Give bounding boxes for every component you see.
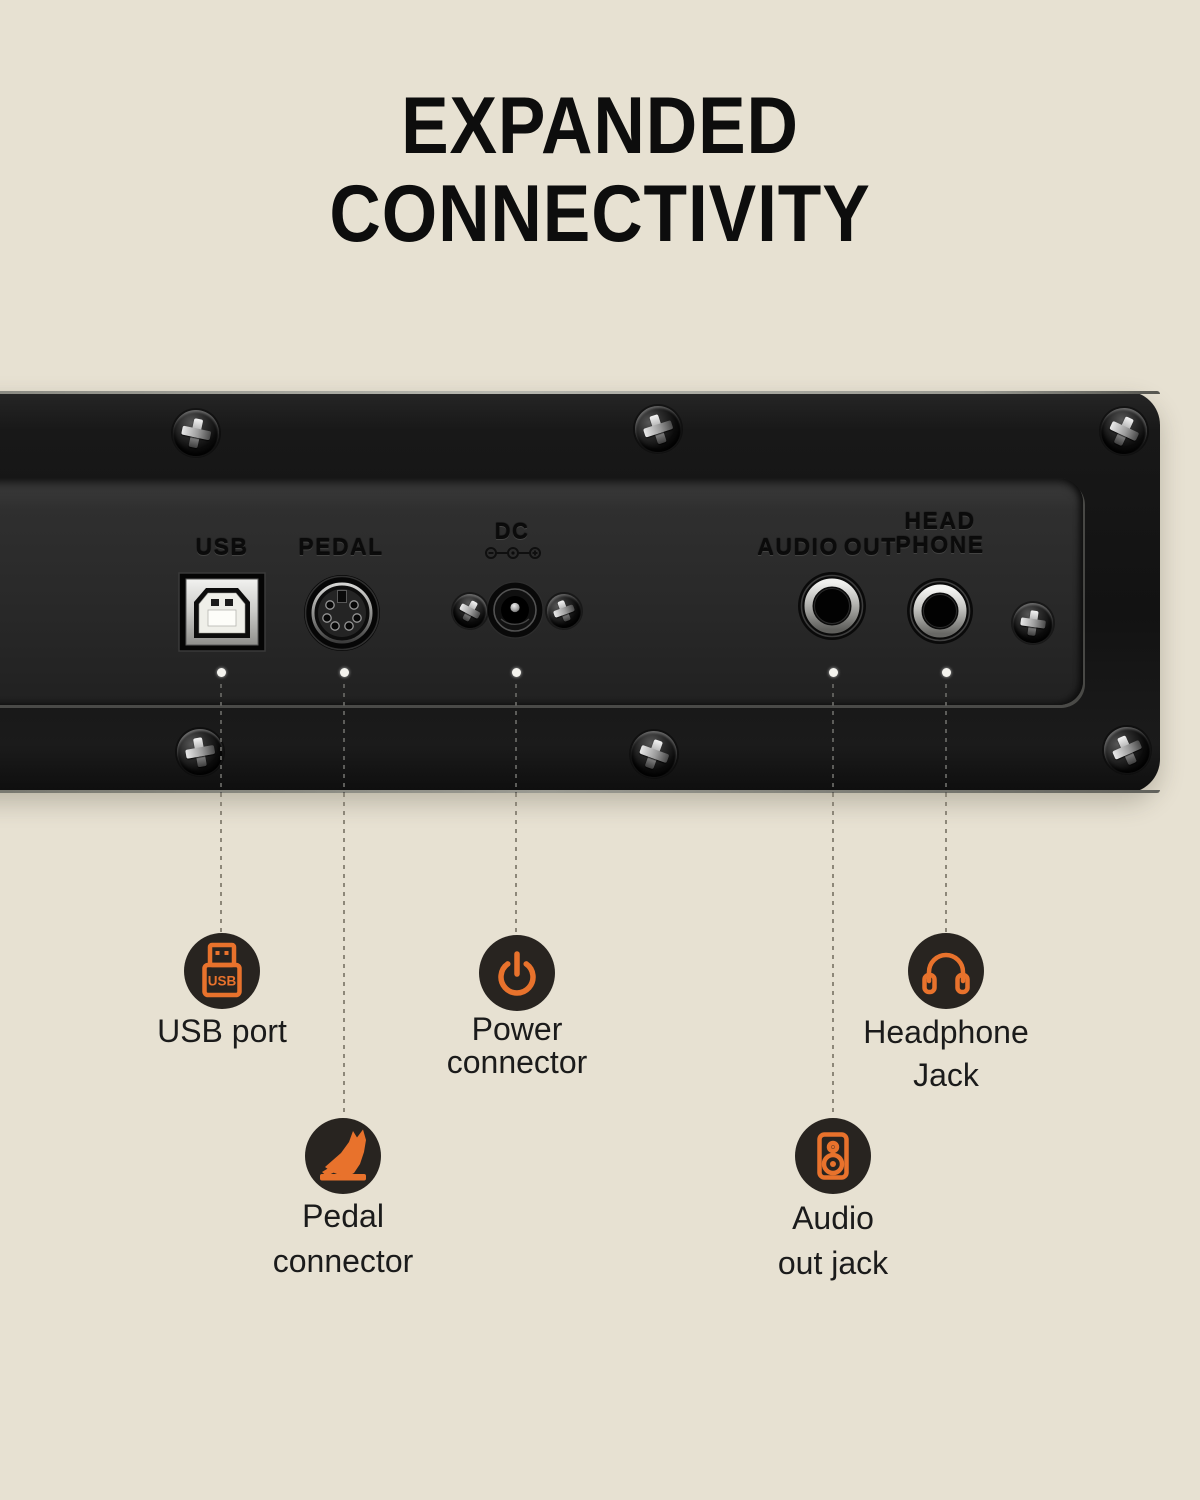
usb-port-callout-label: USB port [82, 1013, 362, 1050]
headphone-port-label: HEAD PHONE [880, 509, 1000, 557]
pedal-guide-line [343, 684, 345, 793]
pedal-port-label: PEDAL [298, 534, 384, 560]
speaker-icon [817, 1132, 849, 1180]
pedal-connector-callout-label: Pedal connector [203, 1194, 483, 1284]
pedal-guide-dot [340, 668, 349, 677]
headphone-guide-line [945, 793, 947, 932]
audio-out-port-label: AUDIO OUT [757, 534, 897, 560]
dc-power-jack [486, 581, 544, 639]
dc-port-label: DC [494, 519, 530, 544]
usb-port-label: USB [195, 534, 249, 560]
power-icon [498, 951, 536, 996]
keyboard-rear-panel [0, 391, 1160, 793]
pedal-din-port [304, 575, 380, 651]
callout-line: Power [471, 1011, 563, 1047]
audio-guide-line [832, 793, 834, 1117]
power-guide-line [515, 684, 517, 793]
usb-guide-line [220, 793, 222, 932]
power-guide-line [515, 793, 517, 934]
title-line-2: CONNECTIVITY [329, 169, 871, 259]
headphone-guide-dot [942, 668, 951, 677]
dc-guide-dot [512, 668, 521, 677]
usb-guide-dot [217, 668, 226, 677]
audio-guide-dot [829, 668, 838, 677]
audio-out-jack [798, 572, 866, 640]
headphone-jack-callout-label: Headphone Jack [806, 1011, 1086, 1097]
usb-port-badge: USB [184, 933, 260, 1009]
callout-line: Pedal [302, 1198, 384, 1234]
power-connector-callout-label: Power connector [377, 1013, 657, 1079]
usb-b-port [178, 572, 266, 652]
audio-out-badge [795, 1118, 871, 1194]
headphone-port-label-line1: HEAD [904, 508, 976, 534]
callout-line: connector [446, 1044, 588, 1080]
callout-line: USB port [157, 1013, 287, 1049]
usb-drive-icon: USB [202, 942, 242, 998]
usb-guide-line [220, 684, 222, 793]
callout-line: Jack [913, 1057, 979, 1093]
audio-guide-line [832, 684, 834, 793]
pedal-guide-line [343, 793, 345, 1117]
headphone-port-label-line2: PHONE [895, 532, 985, 558]
page-title: EXPANDED CONNECTIVITY [72, 82, 1128, 258]
callout-line: out jack [777, 1245, 889, 1281]
headphone-guide-line [945, 684, 947, 793]
pedal-foot-icon [320, 1129, 366, 1181]
headphones-icon [922, 952, 970, 995]
title-line-1: EXPANDED [401, 81, 799, 171]
headphone-jack [907, 578, 973, 644]
dc-polarity-icon [485, 547, 541, 559]
callout-line: Audio [792, 1200, 874, 1236]
power-connector-badge [479, 935, 555, 1011]
callout-line: connector [272, 1243, 414, 1279]
audio-out-callout-label: Audio out jack [693, 1196, 973, 1286]
callout-line: Headphone [863, 1014, 1029, 1050]
svg-text:USB: USB [208, 974, 237, 989]
headphone-jack-badge [908, 933, 984, 1009]
pedal-connector-badge [305, 1118, 381, 1194]
